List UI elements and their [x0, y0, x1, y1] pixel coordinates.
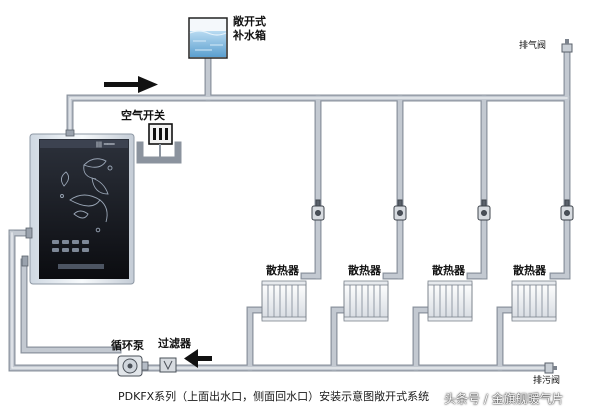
vent-valve-icon — [561, 39, 573, 53]
radiator-valves — [311, 199, 574, 221]
air-switch-label: 空气开关 — [121, 109, 165, 122]
air-switch-link — [158, 141, 182, 164]
drain-valve-label: 排污阀 — [533, 376, 561, 386]
radiators — [261, 280, 557, 322]
circulation-pump-icon — [117, 355, 149, 377]
tank-label-line2: 补水箱 — [233, 29, 266, 42]
boiler-inlet-port — [21, 255, 29, 267]
radiator-label-1: 散热器 — [266, 264, 299, 277]
boiler-unit: ǁǁ ═══ — [21, 129, 135, 285]
boiler-supply-port — [65, 129, 75, 137]
radiator-valve-icon — [477, 199, 491, 221]
diagram-caption: PDKFX系列（上面出水口，侧面回水口）安装示意图敞开式系统 — [118, 390, 430, 403]
radiator-4 — [511, 280, 557, 322]
radiator-1 — [261, 280, 307, 322]
pump-label: 循环泵 — [111, 339, 144, 352]
pipe-network — [8, 48, 571, 372]
boiler-return-port — [25, 227, 33, 239]
drain-valve-icon — [544, 362, 557, 374]
expansion-tank — [188, 17, 228, 59]
vent-valve-label: 排气阀 — [519, 41, 547, 51]
radiator-valve-icon — [311, 199, 325, 221]
radiator-valve-icon — [393, 199, 407, 221]
boiler-display-strip — [58, 264, 104, 269]
filter-label: 过滤器 — [158, 337, 191, 350]
filter-icon — [159, 357, 177, 373]
radiator-label-4: 散热器 — [513, 264, 546, 277]
radiator-label-2: 散热器 — [348, 264, 381, 277]
butterfly-icon — [60, 158, 113, 233]
watermark-text: 头条号 / 金旗舰暖气片 — [444, 392, 564, 406]
radiator-label-3: 散热器 — [432, 264, 465, 277]
radiator-3 — [427, 280, 473, 322]
arrow-left-icon — [184, 349, 212, 368]
radiator-valve-icon — [560, 199, 574, 221]
radiator-2 — [343, 280, 389, 322]
boiler-control-buttons — [52, 240, 89, 252]
boiler-brand-mark: ǁǁ ═══ — [96, 141, 115, 148]
air-switch-icon — [148, 123, 173, 145]
tank-label-line1: 敞开式 — [233, 15, 266, 28]
arrow-right-icon — [104, 76, 158, 93]
boiler-outlet-pipe — [136, 141, 162, 164]
